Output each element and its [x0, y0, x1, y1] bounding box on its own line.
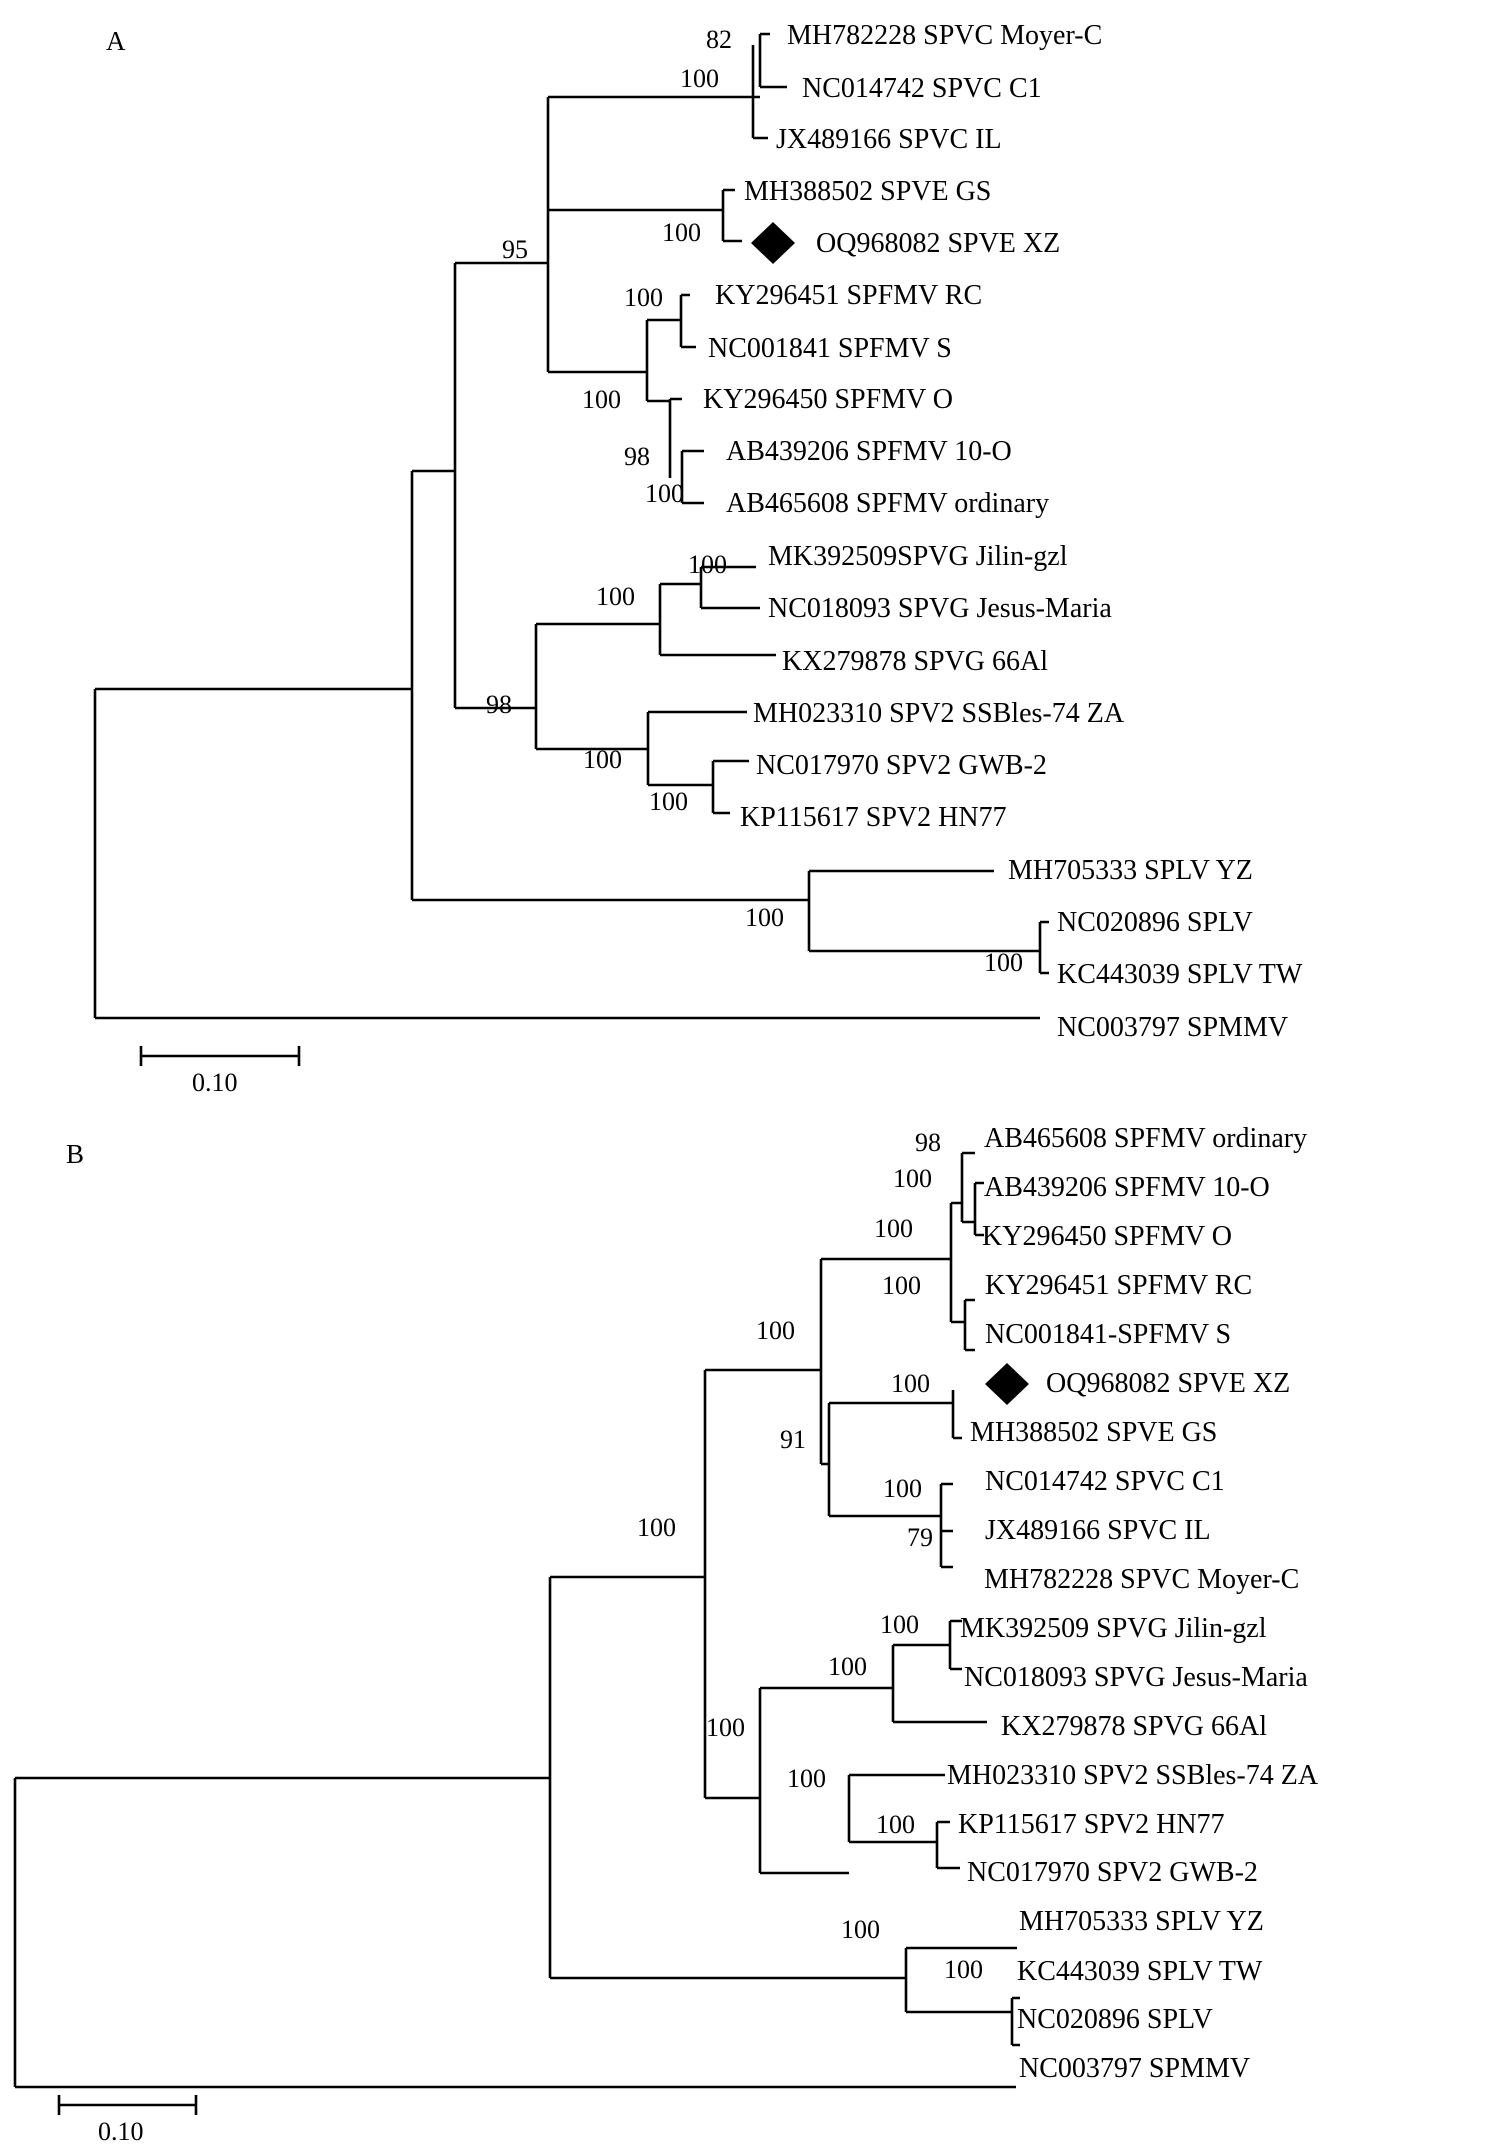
tip-label: KY296451 SPFMV RC	[985, 1270, 1252, 1301]
bootstrap-value: 100	[841, 1915, 880, 1944]
bootstrap-value: 100	[944, 1955, 983, 1984]
bootstrap-value: 100	[583, 745, 622, 774]
tip-label: NC014742 SPVC C1	[985, 1466, 1225, 1497]
tip-label: NC020896 SPLV	[1017, 2004, 1213, 2035]
panel-b-label: B	[66, 1139, 84, 1169]
bootstrap-value: 100	[745, 903, 784, 932]
tip-label: MH705333 SPLV YZ	[1008, 855, 1253, 886]
bootstrap-value: 100	[787, 1764, 826, 1793]
bootstrap-value: 100	[688, 550, 727, 579]
bootstrap-value: 100	[624, 283, 663, 312]
tip-label: MH388502 SPVE GS	[744, 176, 991, 207]
bootstrap-value: 98	[624, 442, 650, 471]
new-isolate-marker-icon	[751, 222, 795, 264]
tip-label: AB439206 SPFMV 10-O	[984, 1172, 1270, 1203]
bootstrap-value: 100	[596, 582, 635, 611]
bootstrap-value: 100	[645, 479, 684, 508]
scale-bar-label: 0.10	[192, 1068, 238, 1097]
bootstrap-value: 91	[780, 1425, 806, 1454]
tip-label: OQ968082 SPVE XZ	[816, 228, 1060, 259]
bootstrap-value: 100	[649, 787, 688, 816]
panel-b-tree: B AB465608 SPFMV ordinary AB439206 SPFMV…	[13, 1123, 1319, 2146]
bootstrap-value: 100	[880, 1610, 919, 1639]
bootstrap-value: 100	[662, 218, 701, 247]
tip-label: NC001841 SPFMV S	[708, 333, 952, 364]
bootstrap-value: 79	[907, 1523, 933, 1552]
tip-label: KC443039 SPLV TW	[1057, 959, 1303, 990]
tip-label: MH388502 SPVE GS	[970, 1417, 1217, 1448]
panel-b-scale-bar: 0.10	[57, 2095, 198, 2146]
bootstrap-value: 98	[915, 1128, 941, 1157]
tip-label: MH705333 SPLV YZ	[1019, 1906, 1264, 1937]
tip-label: NC017970 SPV2 GWB-2	[756, 750, 1047, 781]
bootstrap-value: 98	[486, 690, 512, 719]
tip-label: NC014742 SPVC C1	[802, 73, 1042, 104]
bootstrap-value: 100	[680, 64, 719, 93]
tip-label: NC001841-SPFMV S	[985, 1319, 1231, 1350]
scale-bar-label: 0.10	[98, 2117, 144, 2146]
panel-b-branches	[13, 1151, 1020, 2089]
tip-label: NC003797 SPMMV	[1019, 2053, 1250, 2084]
tip-label: MK392509SPVG Jilin-gzl	[768, 541, 1068, 572]
bootstrap-value: 100	[893, 1164, 932, 1193]
bootstrap-value: 95	[502, 235, 528, 264]
bootstrap-value: 100	[828, 1652, 867, 1681]
tip-label: NC020896 SPLV	[1057, 907, 1253, 938]
bootstrap-value: 100	[637, 1513, 676, 1542]
tip-label: KX279878 SPVG 66Al	[782, 646, 1048, 677]
panel-a-tree: A MH782228 SPVC Moyer-C NC014742 SPVC C1…	[93, 20, 1303, 1097]
tip-label: KP115617 SPV2 HN77	[958, 1809, 1225, 1840]
tip-label: KY296450 SPFMV O	[703, 384, 953, 415]
tip-label: KP115617 SPV2 HN77	[740, 802, 1007, 833]
tip-label: KX279878 SPVG 66Al	[1001, 1711, 1267, 1742]
tip-label: MH782228 SPVC Moyer-C	[787, 20, 1102, 51]
tip-label: NC018093 SPVG Jesus-Maria	[964, 1662, 1308, 1693]
tip-label: KY296451 SPFMV RC	[715, 280, 982, 311]
bootstrap-value: 100	[706, 1713, 745, 1742]
tip-label: AB465608 SPFMV ordinary	[984, 1123, 1307, 1154]
panel-a-label: A	[106, 26, 126, 56]
tip-label: NC017970 SPV2 GWB-2	[967, 1857, 1258, 1888]
bootstrap-value: 100	[891, 1369, 930, 1398]
bootstrap-value: 100	[984, 948, 1023, 977]
tip-label: NC003797 SPMMV	[1057, 1012, 1288, 1043]
bootstrap-value: 100	[874, 1214, 913, 1243]
tip-label: MH023310 SPV2 SSBles-74 ZA	[753, 698, 1125, 729]
tip-label: KC443039 SPLV TW	[1017, 1956, 1263, 1987]
panel-a-branches	[93, 32, 1049, 1020]
tip-label: MK392509 SPVG Jilin-gzl	[960, 1613, 1267, 1644]
tip-label: AB465608 SPFMV ordinary	[726, 488, 1049, 519]
new-isolate-marker-icon	[985, 1363, 1029, 1405]
tip-label: MH023310 SPV2 SSBles-74 ZA	[947, 1760, 1319, 1791]
bootstrap-value: 100	[882, 1271, 921, 1300]
bootstrap-value: 100	[883, 1474, 922, 1503]
bootstrap-value: 82	[706, 25, 732, 54]
tip-label: JX489166 SPVC IL	[776, 124, 1002, 155]
tip-label: MH782228 SPVC Moyer-C	[984, 1564, 1299, 1595]
tip-label: NC018093 SPVG Jesus-Maria	[768, 593, 1112, 624]
bootstrap-value: 100	[876, 1810, 915, 1839]
tip-label: JX489166 SPVC IL	[985, 1515, 1211, 1546]
panel-a-scale-bar: 0.10	[139, 1046, 301, 1097]
bootstrap-value: 100	[582, 385, 621, 414]
tip-label: KY296450 SPFMV O	[982, 1221, 1232, 1252]
bootstrap-value: 100	[756, 1316, 795, 1345]
tip-label: OQ968082 SPVE XZ	[1046, 1368, 1290, 1399]
tip-label: AB439206 SPFMV 10-O	[726, 436, 1012, 467]
